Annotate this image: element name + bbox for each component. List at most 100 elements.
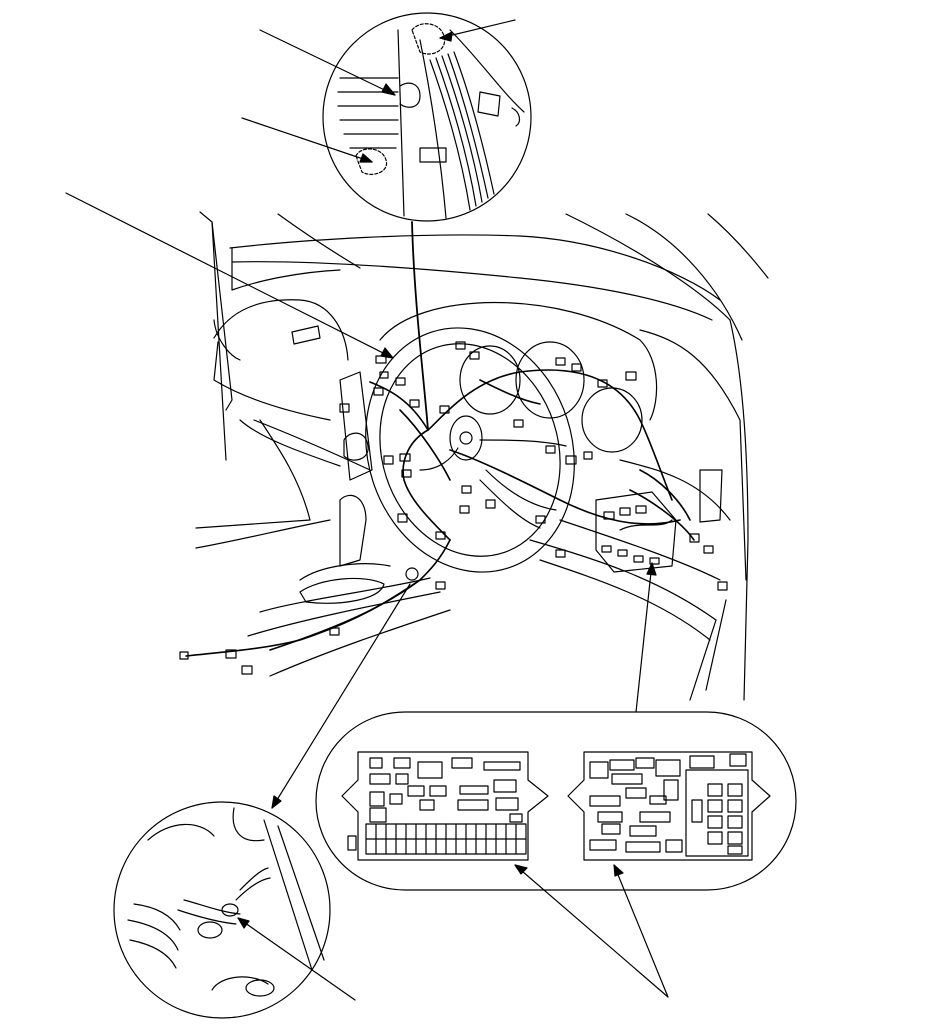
leader-line <box>272 584 410 808</box>
fuse-box-slot <box>634 556 643 562</box>
knee-panel <box>540 560 710 640</box>
center-stack <box>340 372 372 480</box>
harness-connector <box>222 904 238 916</box>
fuse-slot <box>452 758 472 768</box>
fuse-slot <box>494 780 516 792</box>
driver-dash <box>700 470 722 522</box>
gauge-left <box>460 346 520 414</box>
connector <box>462 486 471 493</box>
floor-edge <box>264 820 312 970</box>
windshield-line <box>566 214 730 320</box>
steering-column <box>480 480 540 528</box>
glove-box-latch <box>292 326 320 344</box>
center-console <box>260 578 430 612</box>
passenger-dash <box>214 320 240 360</box>
leader-line <box>636 563 652 712</box>
relay <box>692 800 702 822</box>
grommet <box>406 568 418 580</box>
center-console <box>248 592 440 636</box>
harness-wire <box>430 60 470 210</box>
gauge-center <box>516 342 584 418</box>
dash-top <box>232 262 712 320</box>
fuse-slot <box>602 824 620 834</box>
passenger-dash <box>240 420 340 466</box>
fuse-box-slot <box>650 558 659 564</box>
steering-spoke <box>420 448 458 470</box>
harness-wire <box>454 52 494 194</box>
harness-wire <box>442 56 482 202</box>
connector <box>400 454 410 461</box>
connector <box>598 380 607 387</box>
detail-circle-lower-left <box>114 802 330 1018</box>
harness-wire <box>436 58 476 206</box>
right-fuse-box <box>568 752 770 860</box>
harness-wire <box>240 868 268 890</box>
passenger-dash <box>214 342 330 420</box>
harness-wire <box>480 380 540 404</box>
fuse-slot <box>610 760 634 770</box>
fuse-box-detail <box>316 712 796 890</box>
connector <box>556 550 565 557</box>
steering-hub-cap <box>460 432 472 444</box>
arrow-head <box>271 795 282 809</box>
harness-clip <box>420 148 446 162</box>
connector <box>486 500 495 508</box>
connector <box>402 470 411 477</box>
dashboard <box>196 212 768 700</box>
harness-wire <box>448 54 488 198</box>
connector <box>374 388 383 395</box>
fuse-slot <box>370 792 384 806</box>
a-pillar <box>200 212 232 410</box>
fuse-slot <box>630 826 656 836</box>
fuse-box-detail-frame <box>316 712 796 890</box>
connector <box>690 534 699 542</box>
relay <box>728 800 742 812</box>
connector <box>718 582 727 590</box>
connector <box>380 372 388 378</box>
fuse-slot <box>510 814 522 822</box>
steering-hub <box>450 416 482 460</box>
relay <box>708 800 722 812</box>
center-console <box>340 495 366 566</box>
corrugated-tube <box>128 920 178 950</box>
fuse-box-outline <box>342 752 548 860</box>
dash-top <box>230 235 720 300</box>
fuse-slot <box>396 774 408 784</box>
windshield-line <box>626 214 742 340</box>
a-pillar <box>212 222 226 460</box>
connector <box>514 420 523 427</box>
door-line <box>196 520 330 548</box>
dash-lower <box>560 520 720 580</box>
relay <box>728 846 742 854</box>
passenger-dash <box>254 420 370 470</box>
fuse-slot <box>420 800 434 810</box>
fuse-slot <box>460 786 488 794</box>
fuse-slot <box>690 756 714 768</box>
connector <box>384 456 393 464</box>
fuse-box-tab <box>348 836 356 850</box>
relay-block <box>686 770 748 856</box>
connector <box>226 650 236 658</box>
connector <box>396 378 405 385</box>
windshield-line <box>278 214 360 268</box>
steering-column <box>486 470 556 510</box>
fuse-slot <box>626 788 646 798</box>
connector <box>460 506 469 513</box>
hidden-connector <box>412 24 445 54</box>
fuse-box-slot <box>618 550 627 556</box>
arrow-head <box>237 917 250 929</box>
leader-line <box>238 918 355 1000</box>
pillar-edge <box>450 30 524 112</box>
fuse-slot <box>590 762 608 778</box>
connector <box>180 652 188 659</box>
steering-wheel-inner <box>353 320 587 580</box>
fuse-box-slot <box>602 546 611 552</box>
fuse-box-slot <box>636 506 646 513</box>
corrugated-tube <box>130 940 176 968</box>
fuse-box-outline <box>596 492 676 572</box>
fuse-slot <box>640 812 670 822</box>
connectors <box>180 342 727 674</box>
pillar-edge <box>398 30 404 216</box>
arrow-head <box>381 83 396 96</box>
